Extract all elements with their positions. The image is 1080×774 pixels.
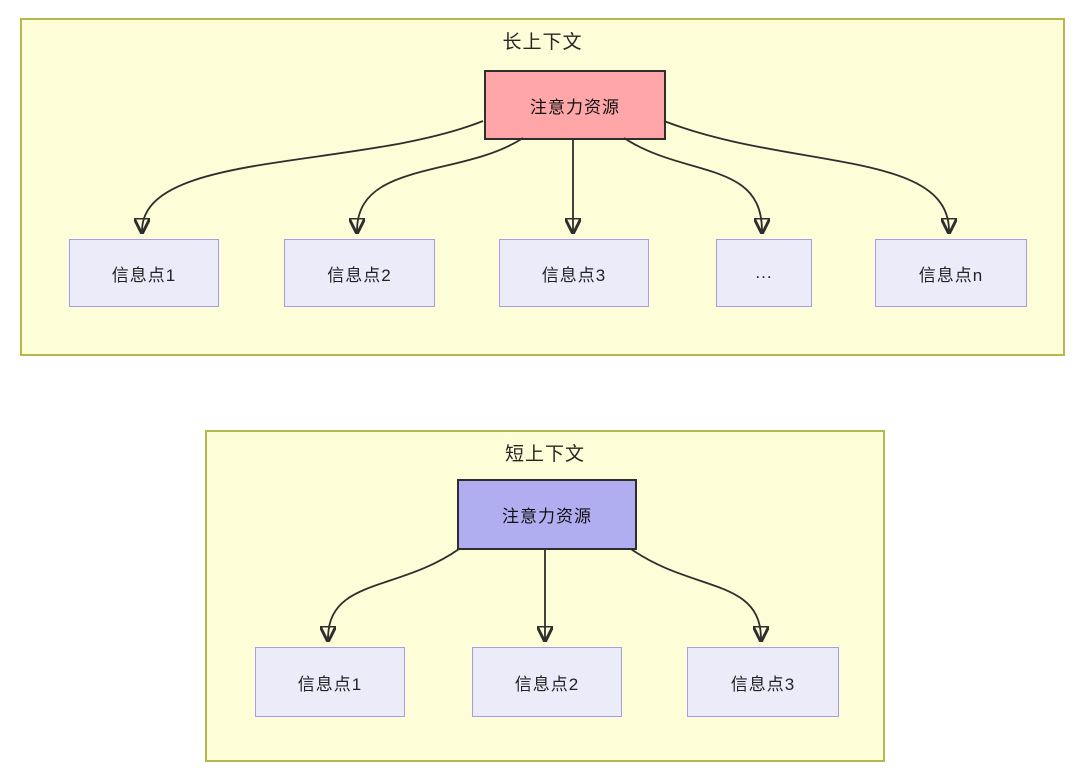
short-info-node-3: 信息点3 — [687, 647, 839, 717]
long-context-group: 长上下文 注意力资源 信息点1 信息点2 信息点3 ... 信息点n — [20, 18, 1065, 356]
short-info-label-3: 信息点3 — [730, 674, 796, 694]
long-info-label-3: 信息点3 — [541, 265, 607, 285]
long-attention-node: 注意力资源 — [484, 70, 666, 140]
long-attention-label: 注意力资源 — [530, 97, 620, 117]
long-info-node-ellipsis: ... — [716, 239, 812, 307]
long-info-label-1: 信息点1 — [111, 265, 177, 285]
short-info-label-1: 信息点1 — [297, 674, 363, 694]
short-info-label-2: 信息点2 — [514, 674, 580, 694]
short-context-group: 短上下文 注意力资源 信息点1 信息点2 信息点3 — [205, 430, 885, 762]
short-context-title: 短上下文 — [504, 444, 585, 465]
long-info-node-2: 信息点2 — [284, 239, 435, 307]
short-attention-node: 注意力资源 — [457, 479, 637, 550]
short-attention-label: 注意力资源 — [502, 507, 592, 526]
long-info-node-3: 信息点3 — [499, 239, 649, 307]
short-info-node-2: 信息点2 — [472, 647, 622, 717]
long-info-node-n: 信息点n — [875, 239, 1027, 307]
long-info-label-ellipsis: ... — [755, 263, 773, 282]
long-info-node-1: 信息点1 — [69, 239, 219, 307]
long-info-label-n: 信息点n — [918, 265, 984, 285]
long-info-label-2: 信息点2 — [327, 265, 392, 285]
long-context-title: 长上下文 — [502, 32, 583, 53]
short-info-node-1: 信息点1 — [255, 647, 405, 717]
